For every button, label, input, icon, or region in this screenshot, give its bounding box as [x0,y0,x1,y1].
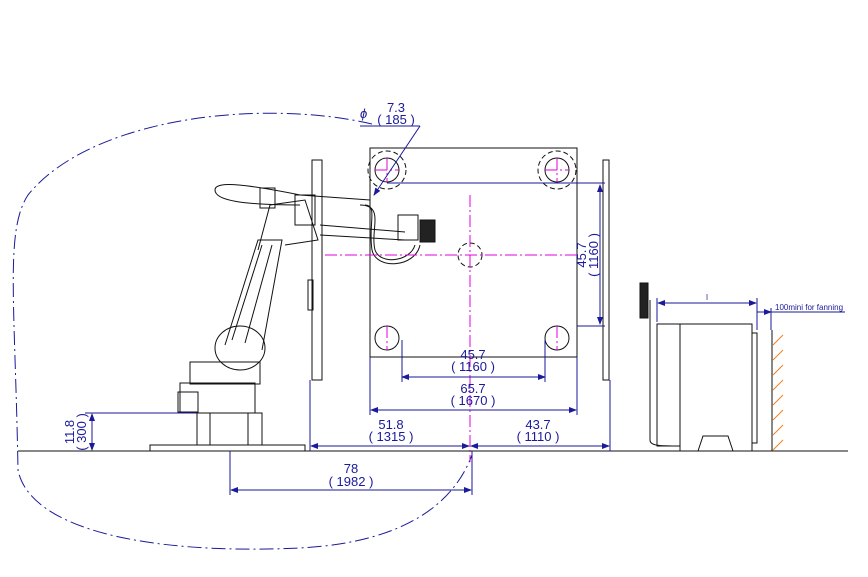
right-offset-inch: 43.7 [525,417,550,432]
base-height-mm: ( 300 ) [74,413,89,451]
robot [149,184,436,452]
reach-inch: 78 [344,461,358,476]
fixture-width-inch: 65.7 [460,381,485,396]
phi-symbol: ϕ [360,106,367,121]
fixture-width-mm: ( 1670 ) [451,393,496,408]
left-offset-inch: 51.8 [378,417,403,432]
wall-hatch [771,330,784,451]
hole-spacing-inch: 45.7 [460,347,485,362]
left-offset-mm: ( 1315 ) [369,429,414,444]
mounting-holes [367,150,577,351]
controller-length-label: l [706,293,708,302]
centerlines [325,158,580,462]
left-fence-panel [311,159,323,381]
hole-spacing-mm: ( 1160 ) [451,359,495,374]
clearance-note: 100mini for fanning [775,303,843,312]
right-offset-mm: ( 1110 ) [517,429,560,444]
robot-controller-cabinet [639,282,758,452]
hole-diameter-inch: 7.3 [387,100,405,115]
robot-controller-box [177,391,199,413]
fixture-height-mm: ( 1160 ) [586,233,601,277]
right-fence-panel [602,159,610,381]
fixture-height-inch: 45.7 [574,242,589,267]
hole-diameter-mm: ( 185 ) [377,112,415,127]
fixture-plate [369,147,578,358]
reach-mm: ( 1982 ) [329,474,374,489]
base-height-inch: 11.8 [62,420,77,444]
reach-envelope [12,112,473,550]
